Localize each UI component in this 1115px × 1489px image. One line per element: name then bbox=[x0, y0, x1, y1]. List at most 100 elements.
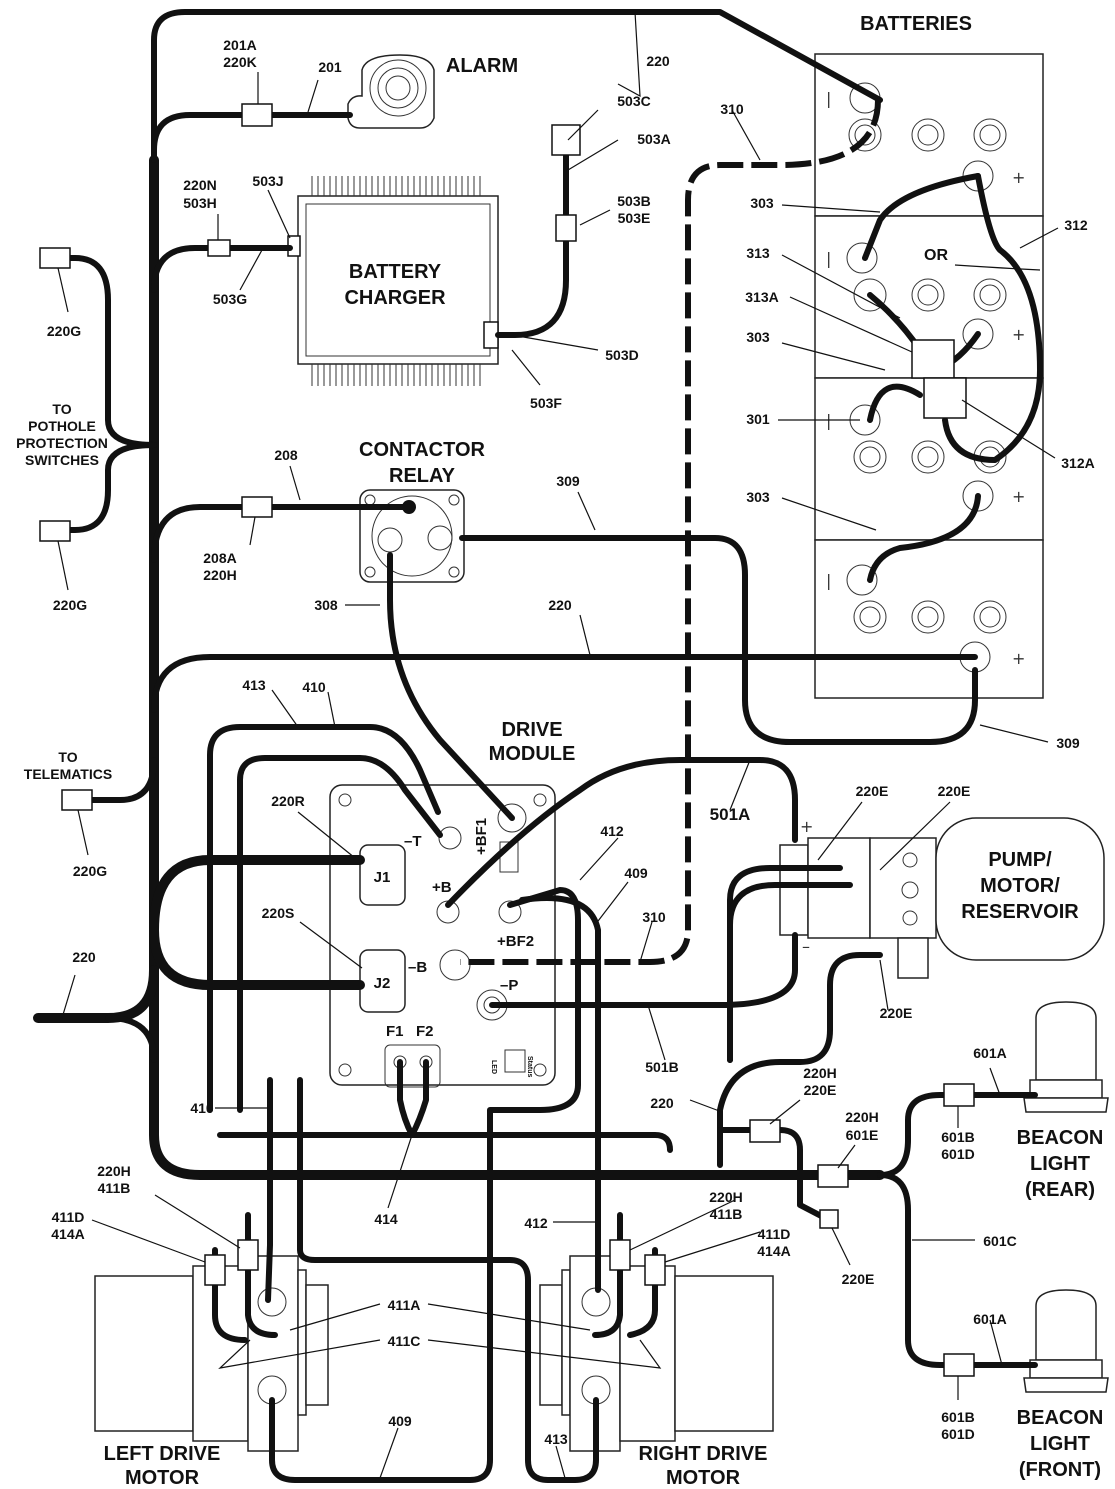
label-220e-b: 220E bbox=[938, 783, 971, 799]
label-503g: 503G bbox=[213, 291, 247, 307]
connector-220g-lower bbox=[39, 520, 71, 542]
or-label: OR bbox=[924, 247, 948, 264]
label-201: 201 bbox=[318, 59, 342, 75]
beacon-light-rear bbox=[1023, 1001, 1109, 1113]
label-220r: 220R bbox=[271, 793, 304, 809]
terminal-b-pos: +B bbox=[432, 879, 452, 896]
title-drive-1: DRIVE bbox=[501, 719, 562, 741]
svg-text:+: + bbox=[1012, 487, 1025, 506]
svg-text:|: | bbox=[826, 89, 831, 108]
label-503j: 503J bbox=[252, 173, 283, 189]
wire-411a-right bbox=[592, 1212, 623, 1338]
wire-413-down bbox=[297, 1077, 599, 1483]
drive-module bbox=[329, 784, 556, 1088]
label-503d: 503D bbox=[605, 347, 638, 363]
beacon-light-front bbox=[1023, 1289, 1109, 1393]
connector-220g-telematics bbox=[61, 789, 93, 811]
title-batteries: BATTERIES bbox=[860, 13, 972, 35]
terminal-bf2: +BF2 bbox=[497, 933, 534, 950]
label-220g-a: 220G bbox=[47, 323, 81, 339]
reservoir bbox=[935, 817, 1105, 961]
label-208a: 208A bbox=[203, 550, 236, 566]
wire-409-bottom bbox=[269, 1317, 493, 1483]
label-412-bot: 412 bbox=[524, 1215, 548, 1231]
label-301: 301 bbox=[746, 411, 770, 427]
label-411b-a: 411B bbox=[98, 1180, 131, 1196]
svg-text:+: + bbox=[1012, 168, 1025, 187]
wire-telematics bbox=[87, 757, 157, 803]
leader-lines bbox=[57, 11, 1059, 1479]
title-drive-2: MODULE bbox=[489, 743, 576, 765]
plug-503c bbox=[551, 124, 581, 156]
label-220k: 220K bbox=[223, 54, 256, 70]
charger-fins-bottom bbox=[311, 364, 481, 386]
pump-motor bbox=[779, 844, 809, 936]
label-501a: 501A bbox=[710, 805, 751, 824]
label-303-a: 303 bbox=[750, 195, 774, 211]
label-409-bot: 409 bbox=[388, 1413, 412, 1429]
label-412-mid: 412 bbox=[600, 823, 624, 839]
battery-charger bbox=[287, 176, 499, 386]
junction-313a bbox=[911, 339, 955, 379]
svg-text:|: | bbox=[826, 571, 831, 590]
label-601b-b: 601B bbox=[941, 1409, 974, 1425]
label-309-right: 309 bbox=[1056, 735, 1080, 751]
label-601e: 601E bbox=[846, 1127, 879, 1143]
connector-503h bbox=[207, 239, 231, 257]
title-contactor-2: RELAY bbox=[389, 465, 456, 487]
label-409-mid: 409 bbox=[624, 865, 648, 881]
wire-503g bbox=[151, 245, 293, 293]
wire-410-down bbox=[265, 1077, 273, 1303]
harness-j1-j2 bbox=[149, 855, 365, 990]
title-beacon-rear-2: LIGHT bbox=[1030, 1153, 1090, 1175]
label-220-top: 220 bbox=[646, 53, 670, 69]
svg-text:+: + bbox=[1012, 325, 1025, 344]
label-503a: 503A bbox=[637, 131, 670, 147]
telematics-1: TO bbox=[58, 749, 77, 765]
title-beacon-front-1: BEACON bbox=[1017, 1407, 1104, 1429]
label-503c: 503C bbox=[617, 93, 650, 109]
title-beacon-rear-1: BEACON bbox=[1017, 1127, 1104, 1149]
title-beacon-front-3: (FRONT) bbox=[1019, 1459, 1101, 1481]
wire-601a-rear bbox=[877, 1092, 1038, 1178]
wire-201 bbox=[151, 112, 353, 153]
wire-208 bbox=[151, 504, 412, 563]
svg-text:+: + bbox=[1012, 649, 1025, 668]
title-beacon-front-2: LIGHT bbox=[1030, 1433, 1090, 1455]
pothole-2: POTHOLE bbox=[28, 418, 96, 434]
main-harness bbox=[149, 155, 885, 1180]
title-right-motor-1: RIGHT DRIVE bbox=[639, 1443, 768, 1465]
title-left-motor-1: LEFT DRIVE bbox=[104, 1443, 221, 1465]
label-411b-b: 411B bbox=[710, 1206, 743, 1222]
label-601a-b: 601A bbox=[973, 1311, 1006, 1327]
wire-501a bbox=[445, 757, 798, 908]
connector-601b-rear bbox=[943, 1083, 975, 1107]
connector-411d-right bbox=[644, 1254, 666, 1286]
label-413-top: 413 bbox=[242, 677, 266, 693]
terminal-t: –T bbox=[404, 833, 422, 850]
terminal-p-neg: –P bbox=[500, 977, 518, 994]
label-220h-b: 220H bbox=[803, 1065, 836, 1081]
label-220s: 220S bbox=[262, 905, 295, 921]
wire-220e-pump-a bbox=[727, 865, 843, 1063]
connector-601b-front bbox=[943, 1353, 975, 1377]
connector-411b-right bbox=[609, 1239, 631, 1271]
connector-411d-left bbox=[204, 1254, 226, 1286]
wire-308 bbox=[387, 552, 515, 821]
wire-pothole-lower bbox=[57, 442, 157, 533]
labels: BATTERIES ALARM BATTERY CHARGER CONTACTO… bbox=[16, 13, 1103, 1489]
label-309-top: 309 bbox=[556, 473, 580, 489]
label-303-b: 303 bbox=[746, 329, 770, 345]
title-pump-2: MOTOR/ bbox=[980, 875, 1060, 897]
label-411d-a: 411D bbox=[52, 1209, 85, 1225]
connector-220h-601e bbox=[817, 1164, 849, 1188]
connector-220e-bottom bbox=[819, 1209, 839, 1229]
pothole-1: TO bbox=[52, 401, 71, 417]
title-charger-2: CHARGER bbox=[344, 287, 446, 309]
label-220n: 220N bbox=[183, 177, 216, 193]
wire-410 bbox=[207, 724, 441, 1113]
terminal-j1: J1 bbox=[374, 869, 391, 886]
label-503h: 503H bbox=[183, 195, 216, 211]
label-411d-b: 411D bbox=[758, 1226, 791, 1242]
